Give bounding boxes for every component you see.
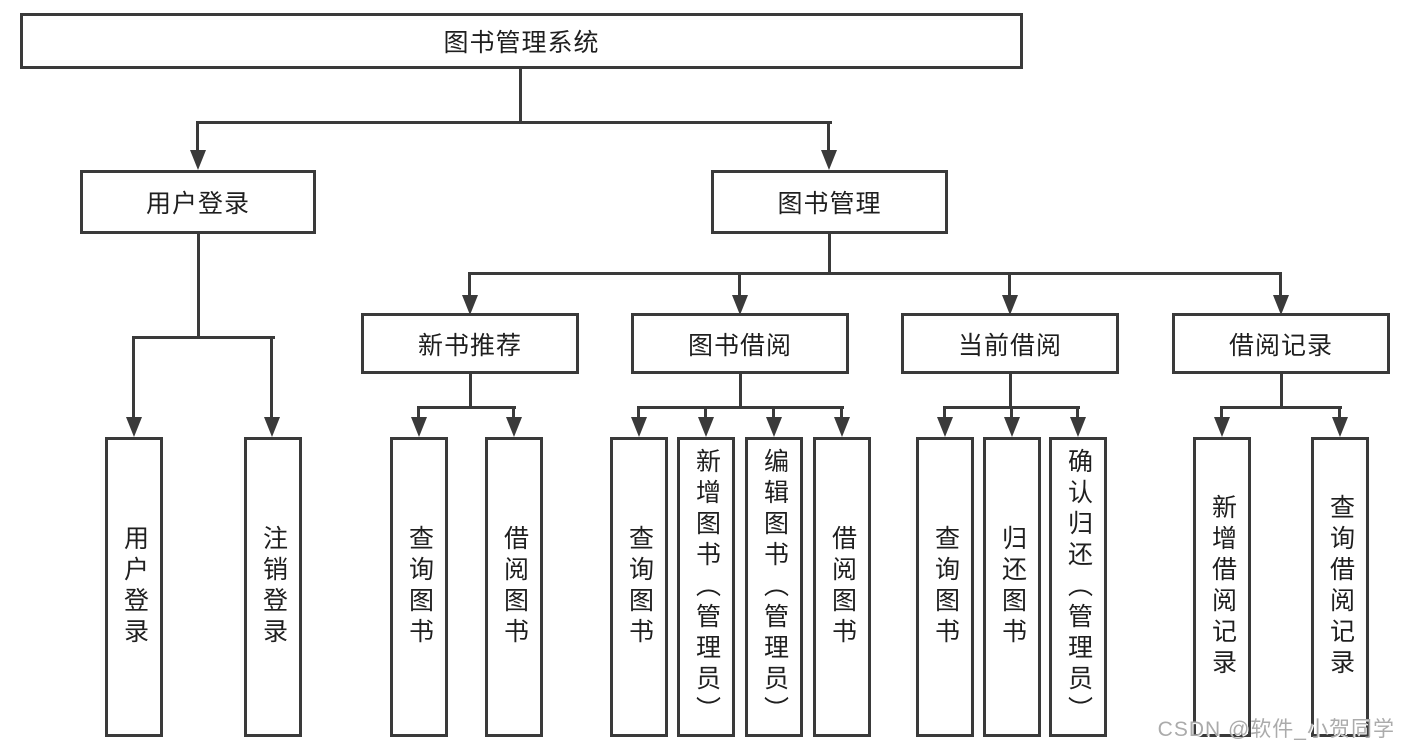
- node-book-management: 图书管理: [711, 170, 948, 234]
- connector-recommend-branch: [417, 406, 516, 409]
- leaf-query-borrow-record-label: 查询借阅记录: [1326, 494, 1355, 680]
- leaf-user-login: 用户登录: [105, 437, 163, 737]
- node-book-management-label: 图书管理: [777, 190, 882, 218]
- arrow-down-icon: [1004, 406, 1020, 437]
- leaf-query-books-borrowing-label: 查询图书: [625, 525, 654, 649]
- leaf-query-borrow-record: 查询借阅记录: [1311, 437, 1369, 737]
- node-new-book-recommend-label: 新书推荐: [417, 331, 522, 360]
- arrow-down-icon: [1070, 406, 1086, 437]
- arrow-down-icon: [411, 406, 427, 437]
- leaf-add-books-admin: 新增图书（管理员）: [677, 437, 735, 737]
- connector-book-mgmt-stem: [828, 233, 831, 272]
- arrow-down-icon: [1273, 272, 1289, 315]
- leaf-edit-books-admin-label: 编辑图书（管理员）: [760, 447, 789, 727]
- leaf-borrow-books-borrowing-label: 借阅图书: [828, 525, 857, 649]
- connector-borrowing-branch: [637, 406, 844, 409]
- connector-recommend-stem: [469, 373, 472, 406]
- leaf-return-books: 归还图书: [983, 437, 1041, 737]
- leaf-query-books-borrowing: 查询图书: [610, 437, 668, 737]
- leaf-query-books-current: 查询图书: [916, 437, 974, 737]
- arrow-down-icon: [821, 121, 837, 170]
- arrow-down-icon: [834, 406, 850, 437]
- arrow-down-icon: [1002, 272, 1018, 315]
- arrow-down-icon: [937, 406, 953, 437]
- connector-user-login-branch: [132, 336, 275, 339]
- node-book-borrowing-label: 图书借阅: [687, 331, 792, 360]
- arrow-down-icon: [1214, 406, 1230, 437]
- arrow-down-icon: [264, 336, 280, 437]
- arrow-down-icon: [126, 336, 142, 437]
- leaf-confirm-return-admin-label: 确认归还（管理员）: [1064, 447, 1093, 727]
- connector-records-stem: [1280, 373, 1283, 406]
- connector-borrowing-stem: [739, 373, 742, 406]
- node-root-system-label: 图书管理系统: [443, 29, 600, 57]
- connector-records-branch: [1220, 406, 1342, 409]
- leaf-confirm-return-admin: 确认归还（管理员）: [1049, 437, 1107, 737]
- connector-root-branch: [196, 121, 832, 124]
- arrow-down-icon: [190, 121, 206, 170]
- arrow-down-icon: [631, 406, 647, 437]
- leaf-return-books-label: 归还图书: [998, 525, 1027, 649]
- leaf-add-borrow-record-label: 新增借阅记录: [1208, 494, 1237, 680]
- connector-book-mgmt-branch: [468, 272, 1282, 275]
- node-current-borrowing: 当前借阅: [901, 313, 1119, 374]
- node-root-system: 图书管理系统: [20, 13, 1023, 69]
- node-borrow-records-label: 借阅记录: [1228, 331, 1333, 360]
- node-new-book-recommend: 新书推荐: [361, 313, 579, 374]
- connector-user-login-stem: [197, 233, 200, 336]
- leaf-user-login-label: 用户登录: [120, 525, 149, 649]
- watermark-text: CSDN @软件_小贺同学: [1157, 718, 1395, 741]
- leaf-borrow-books-borrowing: 借阅图书: [813, 437, 871, 737]
- leaf-edit-books-admin: 编辑图书（管理员）: [745, 437, 803, 737]
- leaf-logout-label: 注销登录: [259, 525, 288, 649]
- node-user-login: 用户登录: [80, 170, 316, 234]
- arrow-down-icon: [698, 406, 714, 437]
- arrow-down-icon: [506, 406, 522, 437]
- arrow-down-icon: [732, 272, 748, 315]
- arrow-down-icon: [1332, 406, 1348, 437]
- leaf-borrow-books-recommend: 借阅图书: [485, 437, 543, 737]
- node-borrow-records: 借阅记录: [1172, 313, 1390, 374]
- leaf-add-borrow-record: 新增借阅记录: [1193, 437, 1251, 737]
- connector-root-stem: [519, 69, 522, 121]
- leaf-query-books-recommend: 查询图书: [390, 437, 448, 737]
- leaf-logout: 注销登录: [244, 437, 302, 737]
- arrow-down-icon: [766, 406, 782, 437]
- leaf-query-books-current-label: 查询图书: [931, 525, 960, 649]
- leaf-add-books-admin-label: 新增图书（管理员）: [692, 447, 721, 727]
- connector-current-stem: [1009, 373, 1012, 406]
- node-current-borrowing-label: 当前借阅: [957, 331, 1062, 360]
- node-user-login-label: 用户登录: [145, 190, 250, 218]
- leaf-query-books-recommend-label: 查询图书: [405, 525, 434, 649]
- node-book-borrowing: 图书借阅: [631, 313, 849, 374]
- arrow-down-icon: [462, 272, 478, 315]
- leaf-borrow-books-recommend-label: 借阅图书: [500, 525, 529, 649]
